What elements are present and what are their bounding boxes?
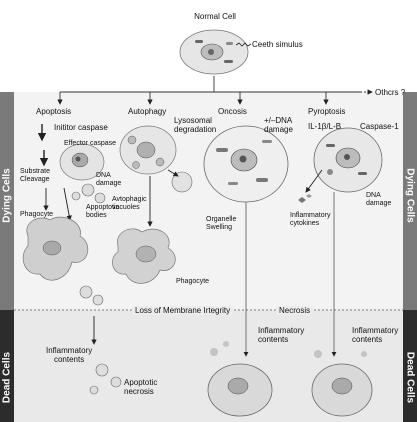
autophagy-illustrations [112, 125, 193, 284]
stimulus-squiggle [235, 42, 252, 47]
membrane-loss-label: Loss of Membrane Irtegrity [132, 306, 234, 315]
inflammatory-contents-middle-label: Inflammatory contents [258, 326, 305, 344]
autophagic-vacuoles-label: Avtophagic vacuoles [112, 196, 147, 211]
inflammatory-contents-left-label: Inflammatory contents [46, 346, 93, 364]
dead-cells-illustrations [89, 341, 373, 417]
normal-cell-illustration [179, 29, 249, 75]
lysosomal-degradation-label: Lysosomal degradation [174, 116, 217, 134]
pyroptosis-label: Pyroptosis [308, 107, 346, 116]
apoptosis-label: Apoptosis [36, 107, 72, 116]
right-side-bar [403, 92, 417, 422]
oncosis-label: Oncosis [218, 107, 247, 116]
caspase-1-label: Caspase-1 [360, 122, 399, 131]
stimulus-label: Ceeth simulus [252, 40, 303, 49]
apoptotic-bodies-label: Appoptotic bodies [86, 204, 120, 219]
necrosis-label: Necrosis [276, 306, 314, 315]
organelle-swelling-label: Organelle Swelling [206, 216, 237, 231]
apoptosis-phagocyte-label: Phagocyte [20, 211, 54, 218]
normal-cell-label: Normal Cell [194, 12, 236, 21]
apoptosis-dna-damage-label: DNA damage [96, 172, 122, 187]
autophagy-label: Autophagy [128, 107, 167, 116]
initiator-caspase-label: Inititor caspase [54, 123, 108, 132]
left-side-bar [0, 92, 14, 422]
il-label: IL-1β/L-B [308, 122, 342, 131]
apoptosis-illustrations [22, 124, 106, 306]
pyroptosis-dna-damage-label: DNA damage [366, 192, 392, 207]
inflammatory-cytokines-label: Inflammatory cytokines [290, 212, 331, 227]
inflammatory-contents-right-label: Inflammatory contents [352, 326, 399, 344]
pyroptosis-illustrations [298, 127, 383, 357]
effector-caspase-label: Effector caspase [64, 140, 117, 147]
oncosis-dna-damage-label: +/–DNA damage [264, 116, 293, 134]
autophagy-phagocyte-label: Phagocyte [176, 278, 210, 285]
apoptotic-necrosis-label: Apoptotic necrosis [124, 378, 158, 396]
others-label: Othcrs ? [375, 88, 406, 97]
oncosis-illustrations [203, 125, 289, 357]
substrate-cleavage-label: Substrate Cleavage [20, 168, 50, 183]
